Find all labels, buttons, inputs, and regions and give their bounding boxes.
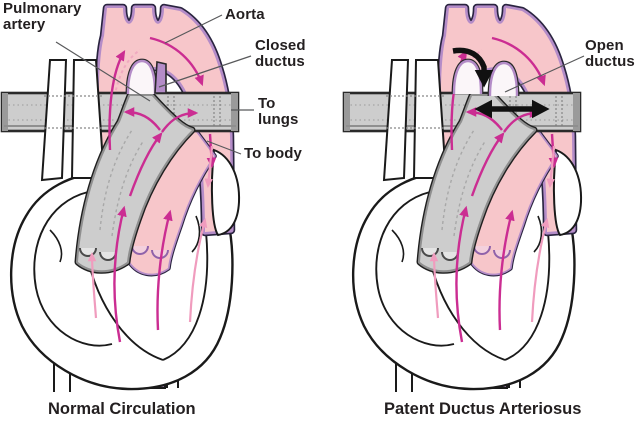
leader-lines-left [55, 14, 254, 155]
panel-patent-ductus-arteriosus [344, 8, 584, 392]
closed-ductus [154, 61, 167, 94]
label-aorta: Aorta [225, 6, 265, 23]
caption-patent-ductus-arteriosus: Patent Ductus Arteriosus [384, 400, 582, 418]
shunt-flow-arrows [452, 47, 550, 119]
label-open-ductus: Open ductus [585, 37, 635, 71]
label-to-body: To body [244, 145, 302, 162]
caption-normal-circulation: Normal Circulation [48, 400, 196, 418]
label-closed-ductus: Closed ductus [255, 37, 306, 71]
label-pulmonary-artery: Pulmonary artery [3, 0, 82, 34]
shunt-arrow-down [452, 47, 494, 88]
open-ductus-wall-loop [490, 63, 517, 96]
label-to-lungs: To lungs [258, 95, 299, 129]
pulmonary-bifurcation-loop [454, 61, 481, 94]
panel-normal-circulation [2, 8, 254, 392]
leader-lines-right [504, 55, 585, 93]
heart-anatomy [2, 8, 239, 392]
